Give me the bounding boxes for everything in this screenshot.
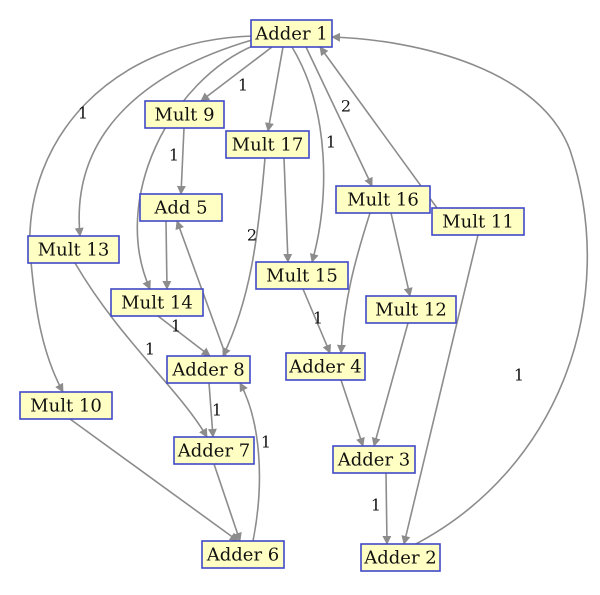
edge-add5-to-mult14 bbox=[162, 220, 172, 290]
edge-mult11-to-adder2 bbox=[401, 234, 479, 545]
edge-adder1-to-mult10 bbox=[29, 35, 254, 393]
node-mult10: Mult 10 bbox=[19, 391, 113, 420]
node-box-mult15 bbox=[255, 261, 349, 290]
node-adder2: Adder 2 bbox=[360, 543, 441, 572]
edge-label-mult15-to-adder4: 1 bbox=[313, 309, 323, 328]
edge-mult16-to-adder4 bbox=[336, 212, 371, 354]
edge-label-adder3-to-adder2: 1 bbox=[371, 496, 381, 515]
node-box-adder6 bbox=[201, 540, 285, 569]
edge-label-adder1-to-mult10: 1 bbox=[78, 104, 88, 123]
node-mult13: Mult 13 bbox=[27, 235, 120, 264]
edge-mult14-to-adder8 bbox=[157, 315, 211, 357]
edge-adder1-to-mult17 bbox=[264, 46, 284, 132]
node-box-adder1 bbox=[250, 19, 333, 48]
edge-adder8-to-adder7 bbox=[207, 382, 217, 438]
node-label-adder8: Adder 8 bbox=[171, 360, 244, 381]
node-adder1: Adder 1 bbox=[250, 19, 333, 48]
node-adder3: Adder 3 bbox=[332, 445, 416, 474]
node-adder8: Adder 8 bbox=[166, 355, 251, 384]
edge-adder2-to-adder1 bbox=[331, 32, 589, 547]
edge-label-mult13-to-adder7: 1 bbox=[145, 340, 155, 359]
edge-mult10-to-adder6 bbox=[69, 418, 239, 542]
node-add5: Add 5 bbox=[139, 193, 223, 222]
edge-adder1-to-mult13 bbox=[74, 39, 253, 237]
node-label-mult17: Mult 17 bbox=[232, 135, 304, 156]
edge-label-adder2-to-adder1: 1 bbox=[514, 366, 524, 385]
node-adder6: Adder 6 bbox=[201, 540, 285, 569]
node-label-mult16: Mult 16 bbox=[347, 190, 419, 211]
node-box-mult9 bbox=[144, 100, 225, 129]
node-mult9: Mult 9 bbox=[144, 100, 225, 129]
node-box-adder8 bbox=[166, 355, 251, 384]
node-mult16: Mult 16 bbox=[335, 185, 431, 214]
node-label-mult10: Mult 10 bbox=[30, 396, 102, 417]
edge-mult13-to-adder7 bbox=[74, 262, 208, 438]
edge-label-adder6-to-adder8: 1 bbox=[261, 433, 271, 452]
edge-adder4-to-adder3 bbox=[340, 379, 365, 447]
node-label-mult12: Mult 12 bbox=[375, 300, 447, 321]
node-label-adder6: Adder 6 bbox=[206, 545, 279, 566]
node-box-adder3 bbox=[332, 445, 416, 474]
node-label-adder4: Adder 4 bbox=[288, 357, 361, 378]
edge-label-adder1-to-mult16: 2 bbox=[341, 97, 351, 116]
node-label-adder3: Adder 3 bbox=[337, 450, 410, 471]
node-box-mult11 bbox=[431, 207, 525, 236]
node-mult12: Mult 12 bbox=[365, 295, 457, 324]
node-box-mult10 bbox=[19, 391, 113, 420]
node-box-mult16 bbox=[335, 185, 431, 214]
node-box-adder4 bbox=[285, 352, 366, 381]
node-mult11: Mult 11 bbox=[431, 207, 525, 236]
node-mult14: Mult 14 bbox=[110, 288, 204, 317]
node-box-mult17 bbox=[225, 130, 310, 159]
edge-adder3-to-adder2 bbox=[382, 472, 392, 545]
node-mult15: Mult 15 bbox=[255, 261, 349, 290]
edge-mult16-to-mult12 bbox=[390, 212, 413, 297]
edge-adder1-to-mult14 bbox=[136, 44, 256, 290]
edge-label-adder1-to-mult15: 1 bbox=[326, 133, 336, 152]
edge-mult12-to-adder3 bbox=[371, 322, 409, 447]
node-label-mult15: Mult 15 bbox=[266, 266, 338, 287]
node-box-add5 bbox=[139, 193, 223, 222]
node-label-mult9: Mult 9 bbox=[154, 105, 214, 126]
edge-label-adder8-to-adder7: 1 bbox=[212, 401, 222, 420]
node-label-mult14: Mult 14 bbox=[121, 293, 193, 314]
node-label-mult13: Mult 13 bbox=[38, 240, 110, 261]
edge-label-adder1-to-mult9: 1 bbox=[238, 76, 248, 95]
nodes-layer: Adder 1 Mult 9 Mult 17 Add 5 Mult 16 Mult 11 M… bbox=[19, 19, 525, 572]
edge-mult9-to-add5 bbox=[176, 127, 186, 195]
node-mult17: Mult 17 bbox=[225, 130, 310, 159]
node-label-add5: Add 5 bbox=[153, 198, 207, 219]
edge-label-mult17-to-adder8: 2 bbox=[247, 226, 257, 245]
edge-adder1-to-mult9 bbox=[200, 46, 273, 102]
edge-mult17-to-mult15 bbox=[283, 157, 293, 263]
edge-adder1-to-mult15 bbox=[291, 46, 325, 263]
edge-mult17-to-adder8 bbox=[222, 157, 266, 357]
node-box-adder7 bbox=[173, 436, 255, 465]
edge-adder1-to-mult16 bbox=[305, 46, 373, 187]
node-label-adder1: Adder 1 bbox=[254, 24, 327, 45]
edge-label-mult9-to-add5: 1 bbox=[169, 146, 179, 165]
node-label-adder7: Adder 7 bbox=[177, 441, 250, 462]
node-box-mult13 bbox=[27, 235, 120, 264]
node-adder7: Adder 7 bbox=[173, 436, 255, 465]
node-label-adder2: Adder 2 bbox=[363, 548, 436, 569]
edge-adder6-to-adder8 bbox=[239, 382, 261, 542]
edge-mult11-to-adder1 bbox=[319, 46, 438, 209]
node-adder4: Adder 4 bbox=[285, 352, 366, 381]
node-box-adder2 bbox=[360, 543, 441, 572]
edge-adder7-to-adder6 bbox=[213, 463, 242, 542]
node-label-mult11: Mult 11 bbox=[442, 212, 514, 233]
node-box-mult12 bbox=[365, 295, 457, 324]
edge-label-mult14-to-adder8: 1 bbox=[171, 317, 181, 336]
edge-mult15-to-adder4 bbox=[302, 288, 331, 354]
node-box-mult14 bbox=[110, 288, 204, 317]
